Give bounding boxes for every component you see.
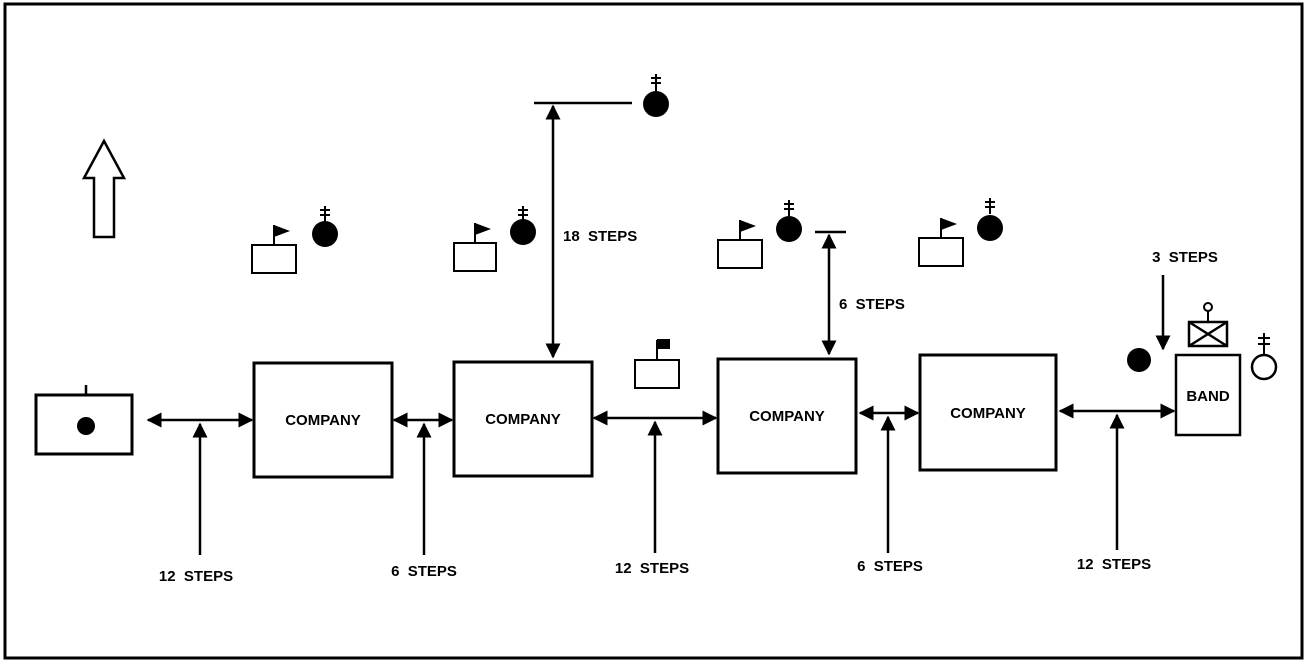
company-label-3: COMPANY [749, 408, 825, 425]
step-label-1: 12 STEPS [159, 568, 233, 585]
direction-arrow-icon [81, 138, 127, 239]
guidon-box [717, 239, 763, 269]
hollow-officer-icon [1250, 333, 1278, 381]
guidon-box [918, 237, 964, 267]
staff-group-2 [453, 206, 536, 272]
commander-top-icon [643, 74, 669, 117]
flag-icon [740, 220, 756, 232]
step-label-5: 12 STEPS [1077, 556, 1151, 573]
officer-dot-icon [776, 216, 802, 242]
step-label-2: 6 STEPS [391, 563, 457, 580]
officer-dot-icon [510, 219, 536, 245]
commander-dot-icon [77, 417, 95, 435]
officer-dot-icon [977, 215, 1003, 241]
staff-group-3 [717, 200, 802, 269]
band-officer-dot-icon [1127, 348, 1151, 372]
band-label: BAND [1186, 388, 1229, 405]
band-box: BAND [1174, 353, 1242, 437]
colors-guidon [634, 339, 680, 389]
company-box-4: COMPANY [918, 353, 1058, 472]
company-box-3: COMPANY [716, 357, 858, 475]
company-box-1: COMPANY [252, 361, 394, 479]
flag-icon [941, 218, 957, 230]
company-label-4: COMPANY [950, 405, 1026, 422]
step-label-6-vertical: 6 STEPS [839, 296, 905, 313]
step-label-18: 18 STEPS [563, 228, 637, 245]
flag-icon [475, 223, 491, 235]
flag-icon [274, 225, 290, 237]
step-label-3: 12 STEPS [615, 560, 689, 577]
staff-group-4 [918, 198, 1003, 267]
guidon-box [453, 242, 497, 272]
eighteen-steps-marker [534, 101, 632, 359]
company-label-1: COMPANY [285, 412, 361, 429]
step-label-4: 6 STEPS [857, 558, 923, 575]
commander-vehicle [34, 385, 134, 456]
company-box-2: COMPANY [452, 360, 594, 478]
drum-major-icon [1187, 302, 1229, 348]
guidon-box [251, 244, 297, 274]
six-steps-marker [815, 230, 846, 356]
step-label-3-band: 3 STEPS [1152, 249, 1218, 266]
company-label-2: COMPANY [485, 411, 561, 428]
diagram-frame [3, 2, 1304, 660]
staff-group-1 [251, 206, 338, 274]
officer-dot-icon [312, 221, 338, 247]
square-flag-icon [657, 339, 670, 349]
